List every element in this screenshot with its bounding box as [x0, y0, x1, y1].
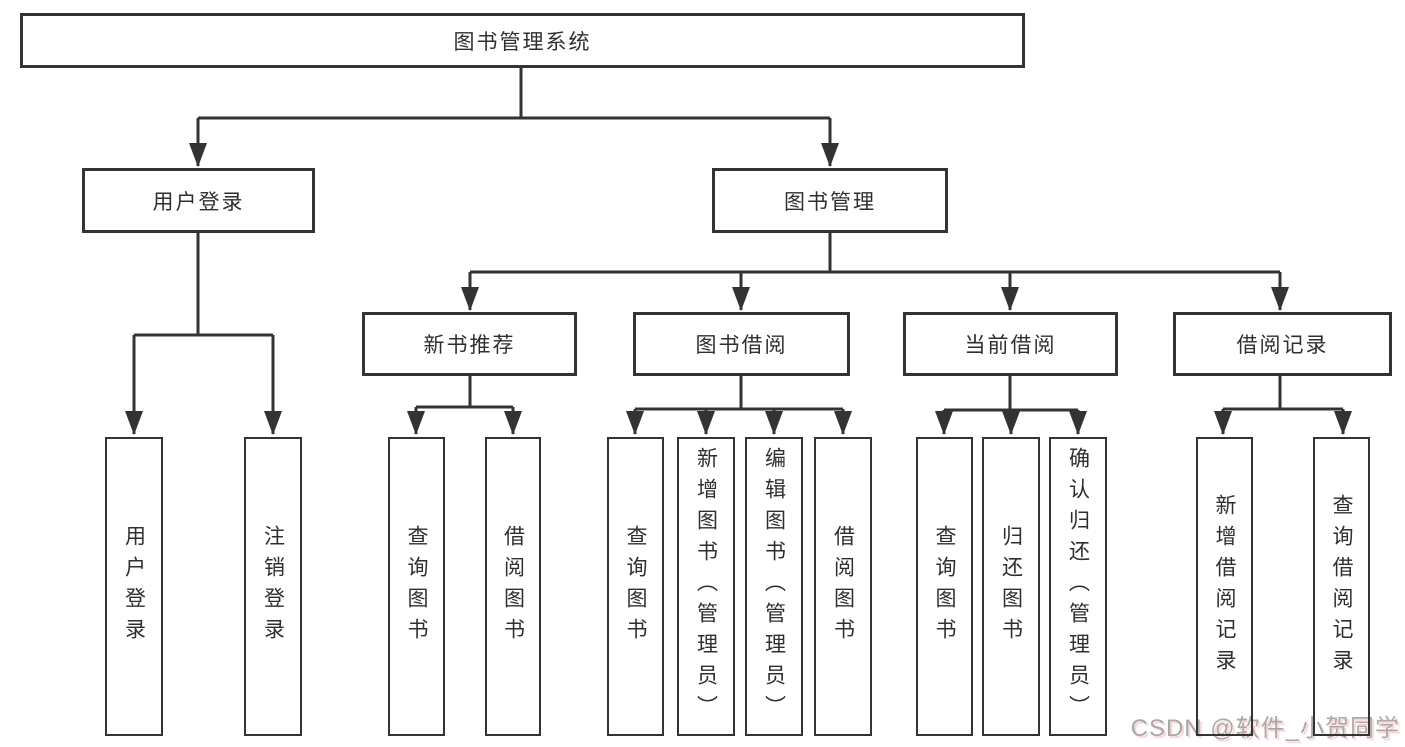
leaf-current-return-books-label: 归还图书: [999, 524, 1023, 649]
leaf-current-confirm-return-admin-label: 确认归还（管理员）: [1066, 447, 1090, 726]
leaf-borrow-query-books-label: 查询图书: [624, 524, 647, 649]
leaf-newbook-query-books-label: 查询图书: [405, 524, 428, 649]
leaf-newbook-borrow-books: 借阅图书: [485, 437, 541, 736]
leaf-current-confirm-return-admin: 确认归还（管理员）: [1049, 437, 1107, 736]
node-borrow-records: 借阅记录: [1173, 312, 1392, 376]
leaf-current-return-books: 归还图书: [982, 437, 1040, 736]
leaf-borrow-add-books-admin: 新增图书（管理员）: [677, 437, 735, 736]
node-book-management: 图书管理: [712, 168, 948, 233]
leaf-logout-login-label: 注销登录: [261, 524, 285, 649]
node-current-borrow: 当前借阅: [903, 312, 1118, 376]
node-user-login: 用户登录: [82, 168, 315, 233]
leaf-current-query-books-label: 查询图书: [933, 524, 956, 649]
leaf-newbook-query-books: 查询图书: [388, 437, 445, 736]
node-book-borrow: 图书借阅: [633, 312, 850, 376]
leaf-logout-login: 注销登录: [244, 437, 302, 736]
leaf-records-query-borrow-record: 查询借阅记录: [1313, 437, 1370, 736]
leaf-current-query-books: 查询图书: [916, 437, 973, 736]
leaf-borrow-edit-books-admin: 编辑图书（管理员）: [745, 437, 803, 736]
leaf-records-add-borrow-record-label: 新增借阅记录: [1213, 493, 1236, 680]
node-root: 图书管理系统: [20, 13, 1025, 68]
leaf-newbook-borrow-books-label: 借阅图书: [501, 524, 525, 649]
leaf-borrow-query-books: 查询图书: [607, 437, 664, 736]
leaf-borrow-edit-books-admin-label: 编辑图书（管理员）: [762, 447, 786, 726]
leaf-user-login: 用户登录: [105, 437, 163, 736]
leaf-borrow-borrow-books-label: 借阅图书: [831, 524, 855, 649]
leaf-borrow-add-books-admin-label: 新增图书（管理员）: [694, 447, 718, 726]
leaf-records-query-borrow-record-label: 查询借阅记录: [1330, 493, 1353, 680]
leaf-records-add-borrow-record: 新增借阅记录: [1196, 437, 1253, 736]
node-new-book-recommend: 新书推荐: [362, 312, 577, 376]
watermark: CSDN @软件_小贺同学: [1130, 715, 1400, 742]
leaf-user-login-label: 用户登录: [122, 524, 146, 649]
leaf-borrow-borrow-books: 借阅图书: [814, 437, 872, 736]
